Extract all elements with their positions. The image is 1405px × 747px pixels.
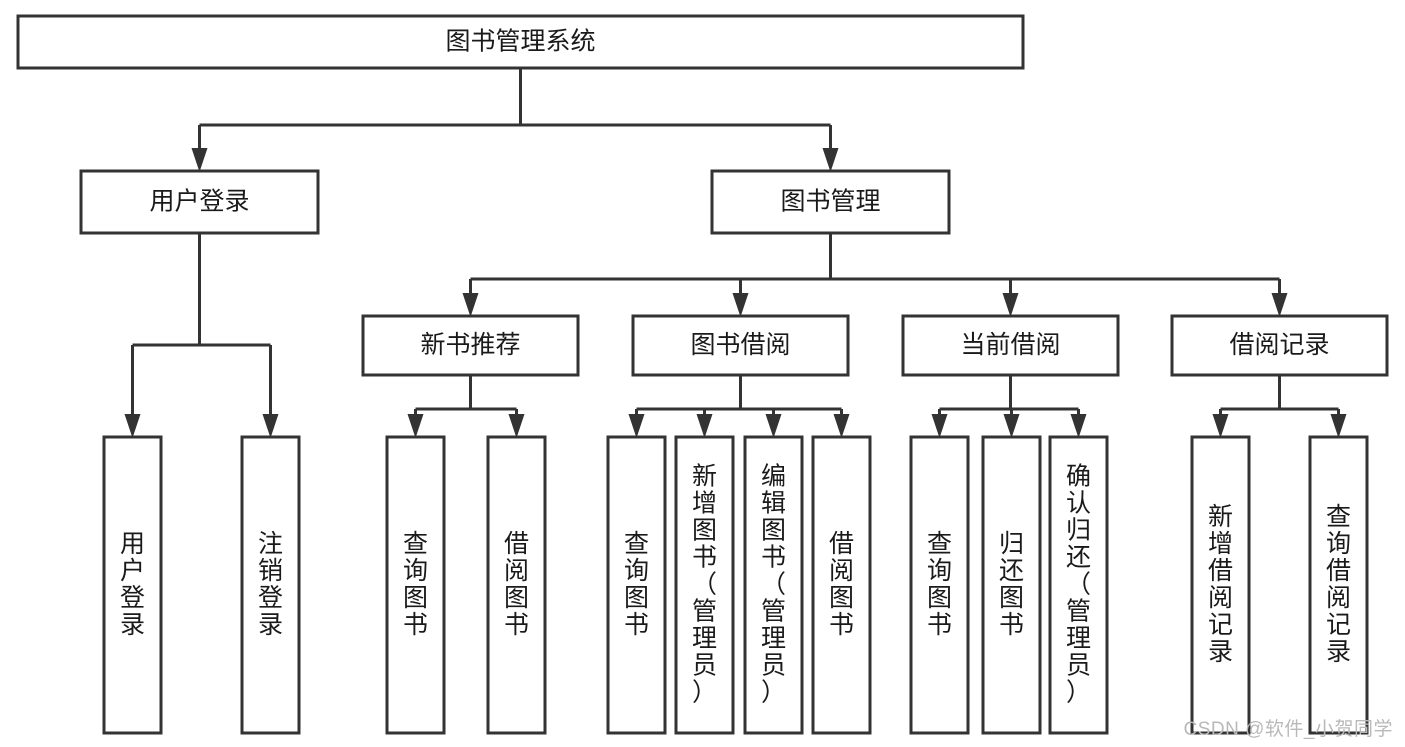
node-box [16,14,1025,70]
arrow-head-icon [732,293,749,317]
node-leaf-current-query[interactable]: 查询图书 [909,435,970,735]
node-box [743,435,804,735]
node-leaf-borrow-lend[interactable]: 借阅图书 [811,435,872,735]
node-label: 用户登录 [149,188,249,216]
node-box [981,435,1042,735]
arrow-head-icon [696,414,713,438]
node-leaf-records-query[interactable]: 查询借阅记录 [1308,435,1369,735]
arrow-head-icon [833,414,850,438]
arrow-head-icon [1271,293,1288,317]
node-label: 新书推荐 [420,331,520,359]
node-label: 图书管理系统 [445,28,595,56]
arrow-head-icon [1002,293,1019,317]
edge-group-current [931,375,1087,438]
arrow-head-icon [628,414,645,438]
arrow-head-icon [462,293,479,317]
arrow-head-icon [1212,414,1229,438]
node-label: 借阅图书 [829,530,854,639]
node-label: 注销登录 [258,530,283,639]
node-root[interactable]: 图书管理系统 [16,14,1025,70]
node-label: 查询图书 [927,530,952,639]
edge-group-newbook [407,375,525,438]
edge-group-bookmgmt [462,233,1288,317]
node-leaf-current-confirm[interactable]: 确认归还（管理员） [1048,435,1109,735]
node-box [1190,435,1251,735]
node-box [710,169,951,235]
arrow-head-icon [191,148,208,172]
node-box [1170,314,1389,377]
node-label: 图书借阅 [690,331,790,359]
node-borrow[interactable]: 图书借阅 [631,314,850,377]
node-leaf-user-logout[interactable]: 注销登录 [240,435,301,735]
node-leaf-newbook-borrow[interactable]: 借阅图书 [486,435,547,735]
node-box [102,435,163,735]
arrow-head-icon [262,414,279,438]
node-box [674,435,735,735]
edge-group-root [191,68,839,172]
edge-group-login [124,233,279,438]
node-label: 编辑图书（管理员） [761,463,786,707]
arrow-head-icon [931,414,948,438]
node-current[interactable]: 当前借阅 [901,314,1120,377]
node-box [361,314,580,377]
node-login[interactable]: 用户登录 [79,169,320,235]
edge-group-borrow [628,375,850,438]
arrow-head-icon [1070,414,1087,438]
node-box [1308,435,1369,735]
node-box [385,435,446,735]
arrow-head-icon [124,414,141,438]
node-label: 新增图书（管理员） [692,463,717,707]
node-records[interactable]: 借阅记录 [1170,314,1389,377]
edge-group-records [1212,375,1347,438]
arrow-head-icon [765,414,782,438]
arrow-head-icon [407,414,424,438]
node-box [486,435,547,735]
node-leaf-records-add[interactable]: 新增借阅记录 [1190,435,1251,735]
connector-layer [124,68,1347,438]
arrow-head-icon [508,414,525,438]
node-label: 当前借阅 [960,331,1060,359]
node-label: 借阅图书 [504,530,529,639]
node-leaf-newbook-query[interactable]: 查询图书 [385,435,446,735]
node-box [1048,435,1109,735]
node-box [811,435,872,735]
node-box [909,435,970,735]
node-label: 查询借阅记录 [1326,503,1351,666]
arrow-head-icon [822,148,839,172]
node-leaf-current-return[interactable]: 归还图书 [981,435,1042,735]
node-box [79,169,320,235]
node-leaf-borrow-edit[interactable]: 编辑图书（管理员） [743,435,804,735]
node-label: 查询图书 [624,530,649,639]
node-box [901,314,1120,377]
node-leaf-user-login[interactable]: 用户登录 [102,435,163,735]
node-newbook[interactable]: 新书推荐 [361,314,580,377]
node-box [240,435,301,735]
arrow-head-icon [1330,414,1347,438]
node-label: 归还图书 [999,530,1024,639]
node-label: 借阅记录 [1229,331,1329,359]
node-bookmgmt[interactable]: 图书管理 [710,169,951,235]
node-box [631,314,850,377]
node-label: 用户登录 [120,530,145,639]
node-layer: 图书管理系统用户登录图书管理新书推荐图书借阅当前借阅借阅记录用户登录注销登录查询… [16,14,1389,735]
node-label: 确认归还（管理员） [1066,463,1091,707]
node-label: 新增借阅记录 [1208,503,1233,666]
node-leaf-borrow-query[interactable]: 查询图书 [606,435,667,735]
node-box [606,435,667,735]
node-leaf-borrow-add[interactable]: 新增图书（管理员） [674,435,735,735]
node-label: 查询图书 [403,530,428,639]
arrow-head-icon [1003,414,1020,438]
node-label: 图书管理 [780,188,880,216]
